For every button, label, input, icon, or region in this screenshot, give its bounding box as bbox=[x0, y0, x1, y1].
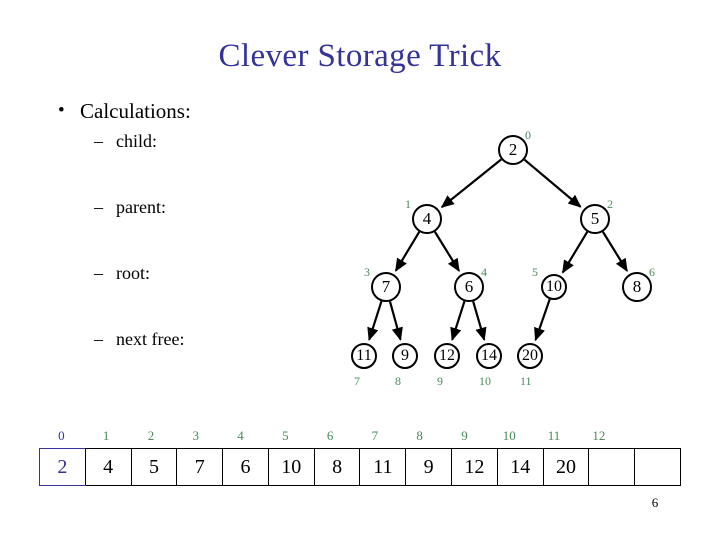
bullet-next-free: – next free: bbox=[46, 328, 326, 394]
tree-edges bbox=[367, 158, 628, 342]
bullet-dot-icon: • bbox=[58, 100, 65, 121]
tree-edge-4-10 bbox=[472, 301, 487, 341]
tree-edge-2-6 bbox=[601, 231, 628, 272]
tree-node-9: 12 bbox=[434, 343, 460, 369]
array-cell-0: 2 bbox=[39, 448, 86, 486]
tree-node-index-3: 3 bbox=[364, 265, 370, 279]
tree-node-index-6: 6 bbox=[649, 265, 655, 279]
array-index-1: 1 bbox=[102, 428, 110, 443]
array-cell-11: 20 bbox=[542, 448, 590, 486]
array-index-0: 0 bbox=[58, 428, 65, 443]
array-cell-5: 10 bbox=[267, 448, 315, 486]
tree-node-index-8: 8 bbox=[395, 374, 401, 388]
bullet-root-label: root: bbox=[116, 263, 150, 283]
bullet-root: – root: bbox=[46, 262, 326, 328]
bullet-calculations-label: Calculations: bbox=[80, 99, 191, 123]
bullet-calculations: • Calculations: bbox=[46, 98, 326, 124]
bullet-parent-label: parent: bbox=[116, 197, 166, 217]
tree-edge-1-3 bbox=[394, 231, 421, 272]
tree-node-index-9: 9 bbox=[437, 374, 443, 388]
tree-node-2: 5 bbox=[580, 204, 610, 234]
array-index-12: 12 bbox=[592, 428, 606, 443]
tree-node-index-5: 5 bbox=[532, 265, 538, 279]
tree-node-index-4: 4 bbox=[481, 265, 487, 279]
tree-node-index-11: 11 bbox=[520, 374, 532, 388]
array-cell-9: 12 bbox=[451, 448, 498, 486]
tree-edge-0-1 bbox=[440, 158, 502, 208]
tree-node-index-10: 10 bbox=[479, 374, 491, 388]
array-index-11: 11 bbox=[547, 428, 561, 443]
dash-icon: – bbox=[94, 197, 103, 217]
array-index-6: 6 bbox=[326, 428, 334, 443]
array-index-10: 10 bbox=[502, 428, 516, 443]
array-index-2: 2 bbox=[147, 428, 155, 443]
tree-edge-1-4 bbox=[433, 231, 460, 272]
dash-icon: – bbox=[94, 329, 103, 349]
bullet-list: • Calculations: – child: – parent: – roo… bbox=[46, 98, 326, 394]
tree-node-4: 6 bbox=[454, 272, 484, 302]
tree-node-1: 4 bbox=[412, 204, 442, 234]
tree-node-8: 9 bbox=[392, 343, 418, 369]
array-cell-13 bbox=[634, 448, 681, 486]
array-cell-1: 4 bbox=[84, 448, 132, 486]
tree-node-7: 11 bbox=[351, 343, 377, 369]
tree-node-index-2: 2 bbox=[607, 197, 613, 211]
array-index-5: 5 bbox=[282, 428, 289, 443]
array-cell-2: 5 bbox=[130, 448, 178, 486]
array-cell-10: 14 bbox=[496, 448, 544, 486]
tree-node-index-1: 1 bbox=[405, 197, 411, 211]
array-cell-12 bbox=[588, 448, 636, 486]
bullet-child-label: child: bbox=[116, 131, 157, 151]
slide-number: 6 bbox=[651, 495, 659, 510]
tree-edge-5-11 bbox=[534, 298, 551, 342]
bullet-parent: – parent: bbox=[46, 196, 326, 262]
array-index-7: 7 bbox=[371, 428, 379, 443]
array-index-4: 4 bbox=[237, 428, 244, 443]
tree-edge-2-5 bbox=[561, 231, 589, 274]
tree-node-6: 8 bbox=[622, 272, 652, 302]
tree-node-index-0: 0 bbox=[525, 128, 531, 142]
tree-edge-3-8 bbox=[388, 301, 403, 341]
array-cell-7: 11 bbox=[359, 448, 407, 486]
array-index-9: 9 bbox=[461, 428, 468, 443]
page-title: Clever Storage Trick bbox=[218, 38, 502, 74]
tree-node-0: 2 bbox=[498, 135, 528, 165]
array-cell-4: 6 bbox=[222, 448, 269, 486]
array-cell-6: 8 bbox=[313, 448, 361, 486]
tree-node-5: 10 bbox=[541, 274, 567, 300]
dash-icon: – bbox=[94, 131, 103, 151]
array-cell-3: 7 bbox=[176, 448, 224, 486]
bullet-next-free-label: next free: bbox=[116, 329, 185, 349]
array-index-3: 3 bbox=[192, 428, 200, 443]
tree-node-3: 7 bbox=[371, 272, 401, 302]
tree-edge-4-9 bbox=[450, 300, 466, 342]
dash-icon: – bbox=[94, 263, 103, 283]
array-cell-8: 9 bbox=[405, 448, 453, 486]
tree-node-index-7: 7 bbox=[354, 374, 360, 388]
tree-node-10: 14 bbox=[476, 343, 502, 369]
tree-edge-3-7 bbox=[367, 300, 383, 342]
array-index-8: 8 bbox=[416, 428, 423, 443]
tree-edge-0-2 bbox=[523, 158, 582, 208]
bullet-child: – child: bbox=[46, 130, 326, 196]
tree-node-11: 20 bbox=[517, 343, 543, 369]
